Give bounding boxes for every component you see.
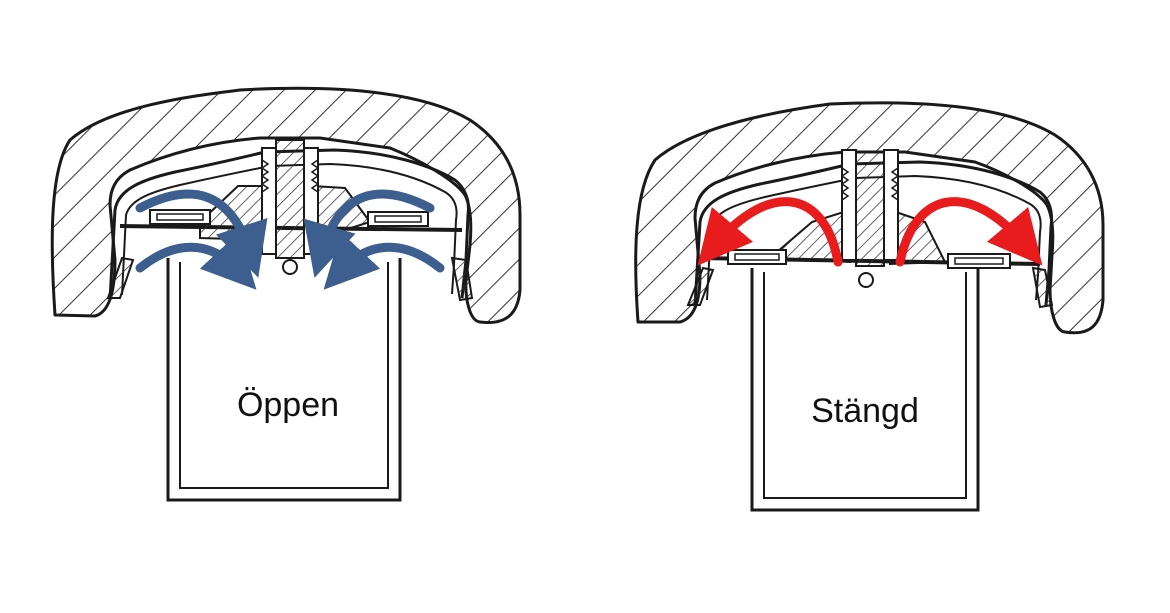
stem-teeth bbox=[260, 159, 320, 193]
center-stem-guide-left bbox=[841, 149, 857, 261]
stem-teeth bbox=[840, 167, 900, 201]
center-stem bbox=[275, 139, 305, 259]
pipe-outer bbox=[166, 258, 402, 502]
open-airflow-arrows bbox=[135, 189, 445, 290]
right-clip bbox=[1031, 266, 1054, 309]
stem-ball bbox=[858, 272, 874, 288]
arrow-icon bbox=[323, 231, 445, 290]
arrow-icon bbox=[895, 197, 1043, 267]
left-pad-inner bbox=[156, 213, 204, 221]
pipe-inner bbox=[179, 262, 389, 489]
left-pad-inner bbox=[734, 253, 780, 261]
center-stem-guide-right bbox=[883, 149, 899, 261]
left-clip bbox=[686, 266, 715, 306]
pipe-inner bbox=[763, 272, 967, 499]
cap-shell bbox=[50, 86, 522, 325]
arrow-icon bbox=[697, 197, 843, 267]
closed-state-label: Stängd bbox=[811, 392, 919, 430]
closed-airflow-arrows bbox=[697, 197, 1043, 267]
center-stem bbox=[855, 151, 885, 267]
stem-ball bbox=[282, 259, 298, 275]
right-pad-inner bbox=[954, 257, 1004, 265]
pipe-outer bbox=[750, 268, 980, 512]
open-valve-diagram: Öppen bbox=[50, 86, 522, 502]
right-clip bbox=[450, 256, 474, 302]
closed-valve-diagram: Stängd bbox=[634, 101, 1105, 512]
inner-liner bbox=[108, 148, 470, 301]
open-state-label: Öppen bbox=[237, 386, 339, 424]
inner-liner-inner bbox=[121, 162, 458, 296]
arrow-icon bbox=[135, 231, 257, 290]
cap-shell bbox=[634, 101, 1105, 335]
left-clip bbox=[106, 256, 135, 299]
right-pad-inner bbox=[374, 215, 422, 223]
inner-liner bbox=[693, 160, 1054, 306]
